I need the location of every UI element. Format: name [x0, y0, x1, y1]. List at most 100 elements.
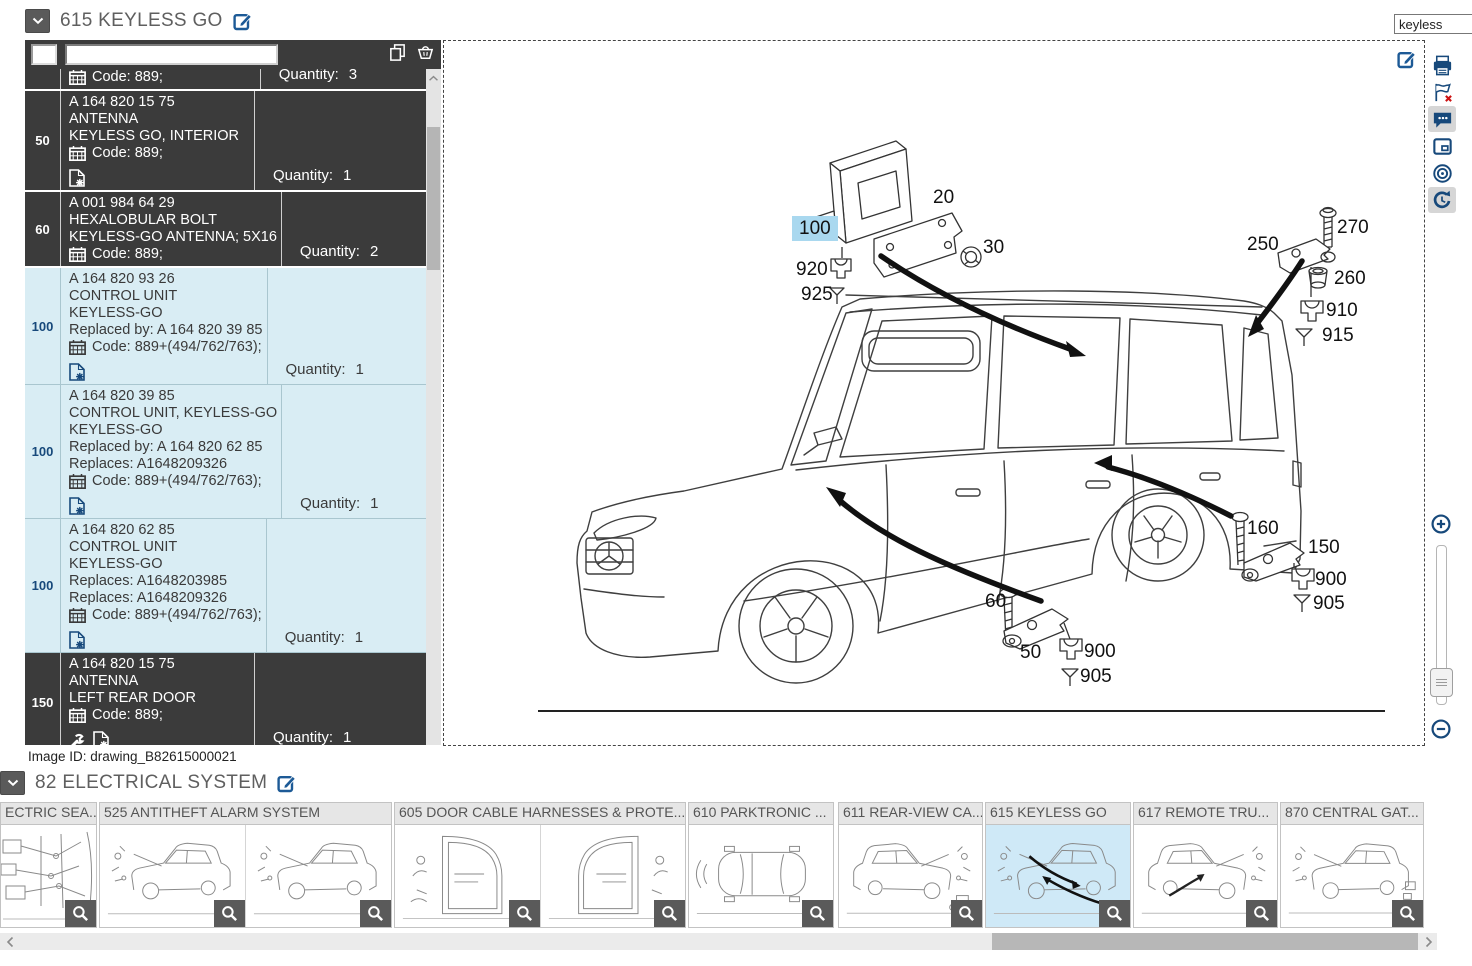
calendar-icon [69, 708, 86, 723]
part-callout-925[interactable]: 925 [801, 284, 833, 305]
target-button[interactable] [1428, 160, 1456, 186]
magnifier-icon [1252, 904, 1271, 923]
doc-gear-icon[interactable] [69, 363, 85, 381]
scroll-right-icon[interactable] [1421, 933, 1437, 950]
cart-icon[interactable] [416, 43, 435, 67]
comment-button[interactable] [1428, 106, 1456, 132]
part-callout-260[interactable]: 260 [1334, 268, 1366, 289]
zoom-in-button[interactable] [1427, 511, 1455, 537]
drawing-thumbnail[interactable] [839, 825, 982, 927]
part-text: A 164 820 15 75 [69, 94, 175, 110]
part-callout-910[interactable]: 910 [1326, 300, 1358, 321]
part-callout-920[interactable]: 920 [796, 259, 828, 280]
part-text: Replaces: A1648209326 [69, 456, 228, 472]
edit-icon[interactable] [277, 773, 297, 793]
drawing-edit-icon[interactable] [1397, 49, 1417, 69]
part-callout-250[interactable]: 250 [1247, 234, 1279, 255]
part-text: KEYLESS GO, INTERIOR [69, 128, 240, 144]
section-82-header: 82 ELECTRICAL SYSTEM [0, 771, 297, 795]
magnifier-button[interactable] [508, 900, 540, 927]
print-button[interactable] [1428, 52, 1456, 78]
magnifier-icon [1105, 904, 1124, 923]
thumbnail-scrollbar[interactable] [0, 933, 1437, 950]
magnifier-button[interactable] [360, 900, 391, 927]
position-number: 50 [25, 91, 61, 190]
part-row[interactable]: BRACKET TO BODY SHELLCode: 889;Quantity:… [25, 69, 426, 91]
doc-gear-icon[interactable] [69, 631, 85, 649]
quantity-label: Quantity: [278, 69, 339, 83]
part-text: A 164 820 62 85 [69, 522, 175, 538]
scroll-left-icon[interactable] [2, 933, 18, 950]
zoom-out-button[interactable] [1427, 716, 1455, 742]
part-callout-905[interactable]: 905 [1313, 593, 1345, 614]
drawing-thumbnail[interactable] [1281, 825, 1423, 927]
doc-gear-icon[interactable] [69, 169, 85, 187]
part-callout-270[interactable]: 270 [1337, 217, 1369, 238]
part-callout-150[interactable]: 150 [1308, 537, 1340, 558]
part-callout-30[interactable]: 30 [983, 237, 1005, 258]
drawing-thumbnail[interactable] [100, 825, 246, 927]
magnifier-button[interactable] [214, 900, 245, 927]
copy-icon[interactable] [388, 43, 407, 67]
thumbnail-caption: 870 CENTRAL GAT... [1281, 803, 1423, 825]
drawing-thumbnail[interactable] [689, 825, 833, 927]
magnifier-button[interactable] [802, 900, 833, 927]
drawing-thumbnail[interactable] [1134, 825, 1277, 927]
part-callout-100[interactable]: 100 [792, 216, 838, 241]
part-text: A 164 820 39 85 [69, 388, 175, 404]
flag-remove-button[interactable] [1428, 79, 1456, 105]
parts-filter-input[interactable] [65, 44, 278, 65]
zoom-slider-track[interactable] [1436, 545, 1447, 705]
history-button[interactable] [1428, 187, 1456, 213]
calendar-icon [69, 340, 86, 355]
magnifier-button[interactable] [1099, 900, 1130, 927]
parts-drawing[interactable]: 100 20 30 920 925 270 250 260 910 915 160 150 900 905… [443, 40, 1425, 746]
keyword-search-input[interactable] [1394, 14, 1472, 34]
magnifier-button[interactable] [1392, 900, 1423, 927]
magnifier-button[interactable] [65, 900, 96, 927]
zoom-slider-handle[interactable] [1430, 668, 1453, 697]
part-text: KEYLESS-GO [69, 422, 163, 438]
wrench-icon[interactable] [69, 733, 85, 745]
part-callout-915[interactable]: 915 [1322, 325, 1354, 346]
scrollbar-thumb[interactable] [427, 127, 440, 270]
door-thumbnail-art [395, 825, 540, 927]
drawing-thumbnail[interactable] [0, 825, 96, 927]
doc-gear-icon[interactable] [69, 497, 85, 515]
edit-icon[interactable] [233, 11, 253, 31]
part-callout-900[interactable]: 900 [1315, 569, 1347, 590]
section-82-collapse-button[interactable] [0, 771, 25, 795]
scrollbar-thumb[interactable] [992, 933, 1418, 950]
part-text: Replaces: A1648203985 [69, 573, 228, 589]
section-615-collapse-button[interactable] [25, 9, 50, 33]
drawing-thumbnail[interactable] [395, 825, 541, 927]
part-text: A 001 984 64 29 [69, 195, 175, 211]
part-callout-160[interactable]: 160 [1247, 518, 1279, 539]
part-callout-60[interactable]: 60 [985, 591, 1007, 612]
drawing-thumbnail[interactable] [540, 825, 685, 927]
parts-scrollbar[interactable] [426, 69, 441, 745]
doc-gear-icon[interactable] [93, 731, 109, 745]
scroll-up-icon[interactable] [426, 69, 441, 87]
thumbnail-group: 610 PARKTRONIC ... [688, 802, 834, 928]
magnifier-button[interactable] [1246, 900, 1277, 927]
part-callout-905[interactable]: 905 [1080, 666, 1112, 687]
part-callout-50[interactable]: 50 [1020, 642, 1042, 663]
drawing-thumbnail[interactable] [986, 825, 1130, 927]
part-text: CONTROL UNIT [69, 288, 178, 304]
window-button[interactable] [1428, 133, 1456, 159]
drawing-thumbnail[interactable] [246, 825, 391, 927]
part-callout-900[interactable]: 900 [1084, 641, 1116, 662]
chevron-down-icon [32, 17, 43, 25]
magnifier-button[interactable] [951, 900, 982, 927]
magnifier-button[interactable] [654, 900, 685, 927]
quantity-label: Quantity: [299, 243, 360, 260]
part-callout-20[interactable]: 20 [933, 187, 955, 208]
select-all-checkbox[interactable] [31, 44, 57, 65]
